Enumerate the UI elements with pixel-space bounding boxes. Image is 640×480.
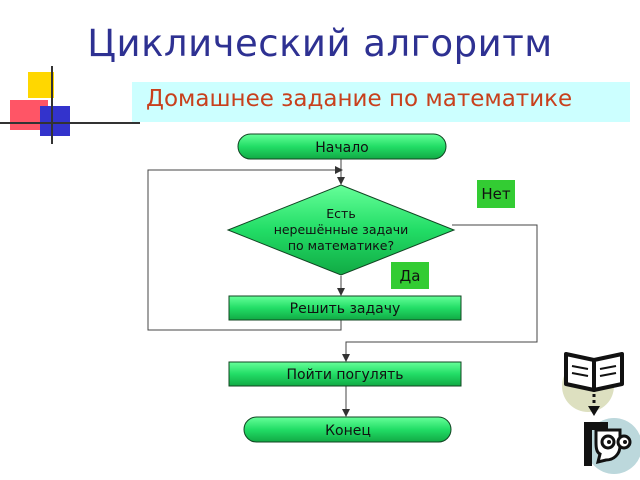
slide-title: Циклический алгоритм: [87, 22, 553, 65]
thinking-face-icon: [584, 418, 640, 474]
end-label: Конец: [325, 423, 371, 439]
book-icon: [562, 352, 624, 416]
decorative-squares: [0, 66, 140, 144]
condition-diamond: Есть нерешённые задачи по математике?: [226, 184, 456, 276]
condition-line-1: Есть: [326, 206, 355, 221]
branch-no-label: Нет: [477, 180, 515, 208]
decorative-icons: [562, 352, 640, 474]
condition-line-3: по математике?: [288, 238, 394, 253]
action-solve-label: Решить задачу: [290, 301, 401, 317]
action-walk-label: Пойти погулять: [286, 367, 403, 383]
slide-subtitle: Домашнее задание по математике: [146, 86, 573, 112]
branch-yes-label: Да: [391, 262, 429, 289]
connectors: [147, 158, 538, 417]
end-terminal: Конец: [243, 416, 452, 443]
start-label: Начало: [315, 140, 368, 156]
action-solve-box: Решить задачу: [228, 295, 462, 321]
action-walk-box: Пойти погулять: [228, 361, 462, 387]
subtitle-band: [132, 82, 630, 122]
start-terminal: Начало: [237, 133, 447, 160]
condition-line-2: нерешённые задачи: [274, 222, 409, 237]
